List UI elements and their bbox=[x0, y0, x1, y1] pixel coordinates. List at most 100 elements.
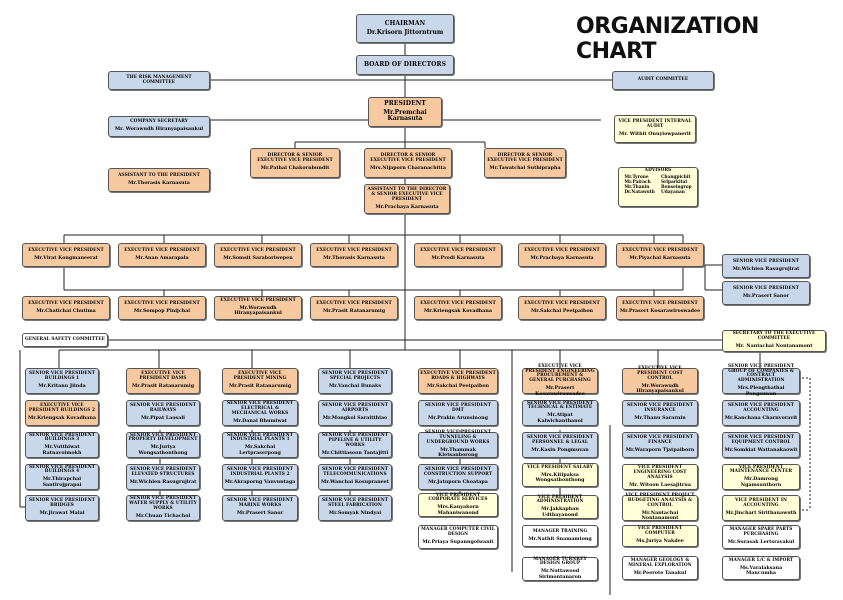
position-box: VICE PRESIDENT PROJECT BUDGETING ANALYSI… bbox=[622, 493, 698, 521]
person-name: Mr.Somsit Saraboriwepen bbox=[223, 254, 293, 261]
position-title: SENIOR VICE PRESIDENT GROUP OF COMPANIES… bbox=[727, 363, 795, 384]
person-name: Mr.Virat Kongmaneerat bbox=[34, 254, 98, 261]
position-box: SENIOR VICE PRESIDENT CONSTRUCTION SUPPO… bbox=[418, 464, 498, 490]
position-title: VICE PRESIDENT CORPORATE SERVICES bbox=[428, 492, 488, 503]
person-name: Mr. Withit Onuyiowpanerit bbox=[619, 131, 691, 138]
position-title: SECRETARY TO THE EXECUTIVE COMMITTEE bbox=[732, 331, 816, 342]
person-name: Mr.Peerote Tanakul bbox=[633, 570, 687, 577]
person-name: Mr.Vutthiwat Ratnavoimokh bbox=[42, 444, 82, 456]
position-title: PRESIDENT bbox=[384, 99, 426, 107]
person-name: Mr.Wanchai Kosupraneet bbox=[321, 479, 389, 486]
person-name: Mr.Prasert Sanor bbox=[742, 292, 790, 299]
position-title: SENIOR VICE PRESIDENT AIRPORTS bbox=[321, 403, 389, 414]
person-name: Mr.Somkiat Wattanakaowit bbox=[724, 447, 798, 454]
person-name: Mr.Thanu Sararnin bbox=[634, 415, 686, 422]
person-name: Mr.Thirapchai Santirojprapai bbox=[42, 476, 82, 488]
person-name: Mr.Kriengsak Kovadhana bbox=[424, 307, 492, 314]
position-title: SENIOR VICE PRESIDENT INSURANCE bbox=[626, 403, 694, 414]
position-title: EXECUTIVE VICE PRESIDENT DAMS bbox=[139, 371, 187, 382]
position-title: CHAIRMAN bbox=[384, 19, 426, 27]
position-title: GENERAL SAFETY COMMITTEE bbox=[25, 336, 105, 342]
director-1-box: DIRECTOR & SENIOR EXECUTIVE VICE PRESIDE… bbox=[250, 148, 340, 178]
advisor-name: Dr.Natawuth bbox=[624, 189, 655, 195]
person-name: Mr.Prasert Kosarawiroswadee bbox=[535, 385, 585, 397]
person-name: Mr.Vanchai Bunaks bbox=[328, 383, 382, 390]
position-title: EXECUTIVE VICE PRESIDENT bbox=[316, 247, 392, 253]
position-title: VICE PRESIDENT PROJECT BUDGETING ANALYSI… bbox=[625, 493, 695, 508]
position-title: EXECUTIVE VICE PRESIDENT bbox=[420, 247, 496, 253]
position-box: SENIOR VICE PRESIDENT PIPELINE & UTILITY… bbox=[318, 432, 392, 458]
position-box: SENIOR VICE PRESIDENT TUNNELING & UNDERG… bbox=[418, 430, 498, 458]
general-safety-committee-box: GENERAL SAFETY COMMITTEE bbox=[22, 333, 108, 347]
position-title: SENIOR VICE PRESIDENT MARINE WORKS bbox=[226, 498, 294, 509]
person-name: Mr.Jinchart Sirithanawuth bbox=[725, 510, 797, 517]
person-name: Mr.Nuttawood Sirimontanaron bbox=[538, 568, 582, 580]
position-title: MANAGER COMPUTER CIVIL DESIGN bbox=[421, 527, 495, 538]
position-title: EXECUTIVE VICE PRESIDENT bbox=[124, 247, 200, 253]
position-title: SENIOR VICE PRESIDENT WATER SUPPLY & UTI… bbox=[129, 495, 197, 511]
position-title: SENIOR VICE PRESIDENT CONSTRUCTION SUPPO… bbox=[423, 467, 493, 478]
position-title: EXECUTIVE VICE PRESIDENT bbox=[524, 300, 600, 306]
person-name: Mr.Jirawat Malai bbox=[39, 510, 85, 517]
person-name: Mr.Somyak Nindyai bbox=[328, 510, 382, 517]
advisor-name: Mr.Pairach bbox=[624, 179, 651, 185]
person-name: Mr.Worawudh Hiranyapaisankul bbox=[636, 382, 684, 395]
position-title: EXECUTIVE VICE PRESIDENT bbox=[220, 298, 296, 304]
person-name: Mr.Prakin Arunsinong bbox=[428, 415, 488, 422]
position-title: EXECUTIVE VICE PRESIDENT BUILDINGS 2 bbox=[28, 403, 96, 414]
position-title: COMPANY SECRETARY bbox=[130, 119, 188, 125]
person-name: Mrs.Kanyakorn Mahaniwanond bbox=[437, 504, 479, 516]
person-name: Mr.Surasak Lertsravakul bbox=[727, 539, 795, 546]
position-box: SENIOR VICE PRESIDENT WATER SUPPLY & UTI… bbox=[126, 495, 200, 521]
person-name: Mr.Jatuporn Choatapa bbox=[428, 479, 488, 486]
position-box: SENIOR VICE PRESIDENT GROUP OF COMPANIES… bbox=[722, 363, 800, 397]
position-title: EXECUTIVE VICE PRESIDENT bbox=[124, 300, 200, 306]
position-title: THE RISK MANAGEMENT COMMITTEE bbox=[126, 74, 192, 85]
position-title: SENIOR VICE PRESIDENT PERSONNEL & LEGAL bbox=[526, 435, 594, 446]
person-name: Mr.Tawatchai Suthiprapha bbox=[489, 165, 561, 172]
position-title: SENIOR VICE PRESIDENT BRIDGES bbox=[28, 498, 96, 509]
person-name: Ms.Juriya Nakdee bbox=[636, 538, 684, 545]
person-name: Mr.Prasit Ratanarumig bbox=[228, 383, 292, 390]
person-name: Mr.Sakchai Lertpraserpong bbox=[239, 444, 281, 456]
position-title: VICE PRESIDENT ADMINISTRATION bbox=[536, 494, 584, 505]
position-title: EXECUTIVE VICE PRESIDENT COST CONTROL bbox=[637, 366, 683, 381]
position-title: SENIOR VICE PRESIDENT bbox=[732, 285, 800, 291]
position-title: VICE PRESIDENT SALARY bbox=[527, 465, 593, 471]
person-name: Mr.Thorasis Karnasuta bbox=[128, 179, 190, 186]
position-title: SENIOR VICE PRESIDENT INDUSTRIAL PLANTS … bbox=[226, 432, 294, 443]
person-name: Mr.Prasert Sanor bbox=[236, 510, 284, 517]
person-name: Mr.Kriengsak Kovadhana bbox=[28, 415, 96, 422]
person-name: Mr.Kanchana Charnvoravit bbox=[724, 415, 798, 422]
person-name: Mr.Premchai Karnasuta bbox=[383, 108, 427, 123]
position-title: SENIOR VICE PRESIDENT STEEL FABRICATION bbox=[321, 498, 389, 509]
person-name: Mrs.Kitipaksa Wongsathonthong bbox=[535, 471, 585, 484]
position-title: EXECUTIVE VICE PRESIDENT bbox=[220, 247, 296, 253]
director-3-box: DIRECTOR & SENIOR EXECUTIVE VICE PRESIDE… bbox=[484, 148, 566, 178]
person-name: Ms.Varalaksana Mancumha bbox=[739, 564, 783, 577]
